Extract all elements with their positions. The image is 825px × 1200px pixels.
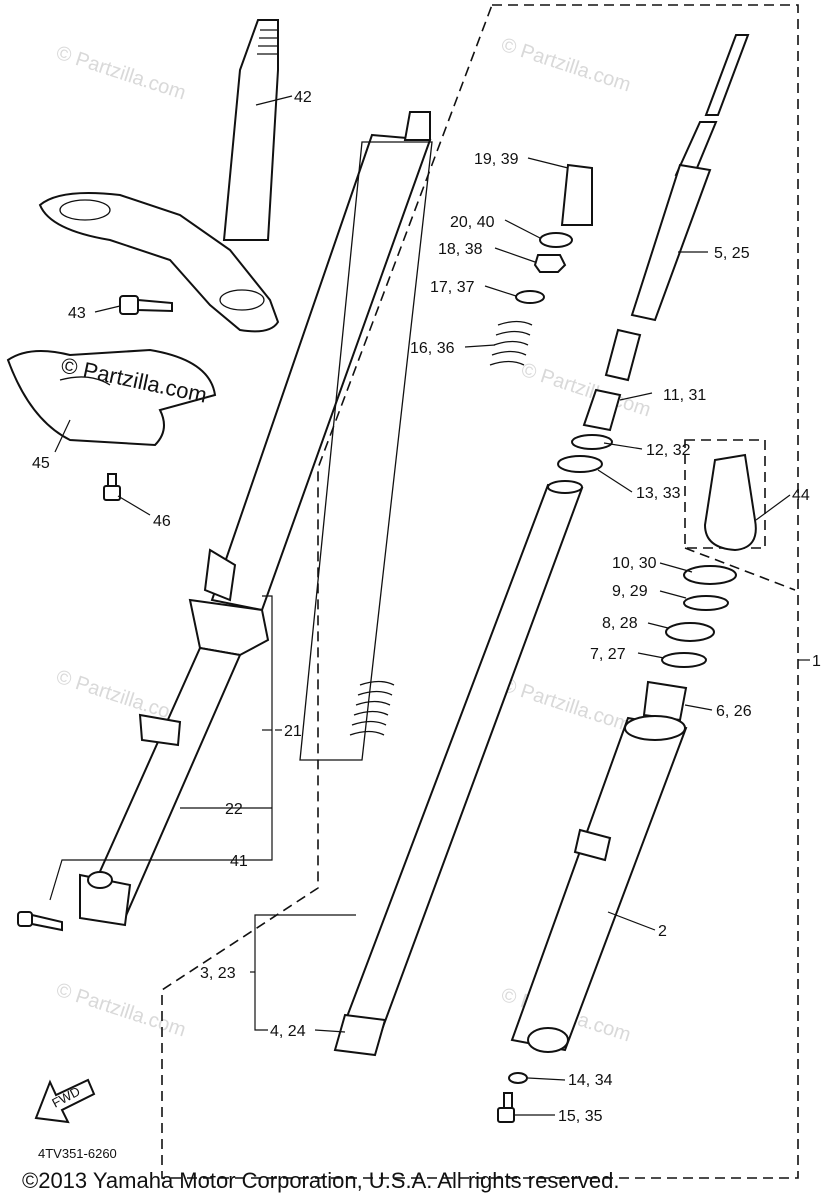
fork-spring-part-16-36: [299, 141, 533, 761]
callout-4-24: 4, 24: [270, 1023, 306, 1040]
fork-cap-parts-17-20: [515, 163, 593, 304]
callout-12-32: 12, 32: [646, 442, 691, 459]
callout-15-35: 15, 35: [558, 1108, 603, 1125]
callout-16-36: 16, 36: [410, 340, 455, 357]
leader-lines: [49, 95, 810, 1116]
bolt-part-46: [103, 473, 121, 501]
drain-bolt-parts-14-15: [497, 1072, 528, 1123]
callout-42: 42: [294, 89, 312, 106]
callout-7-27: 7, 27: [590, 646, 626, 663]
callout-18-38: 18, 38: [438, 241, 483, 258]
bolt-part-43: [119, 295, 173, 315]
callout-45: 45: [32, 455, 50, 472]
fork-seal-parts-6-10: [642, 565, 737, 722]
watermark-text: © Partzilla.com: [498, 34, 633, 97]
callout-14-34: 14, 34: [568, 1072, 613, 1089]
callout-5-25: 5, 25: [714, 245, 750, 262]
callout-9-29: 9, 29: [612, 583, 648, 600]
callout-46: 46: [153, 513, 171, 530]
callout-1: 1: [812, 653, 821, 670]
callout-13-33: 13, 33: [636, 485, 681, 502]
left-fork-assembly: [79, 111, 432, 927]
damper-rod-part-5-25: [604, 34, 750, 382]
inner-tube-part-3-4: [333, 480, 584, 1057]
callout-labels: 42 43 45 46 19, 39 20, 40 18, 38 17, 37 …: [32, 89, 821, 1125]
callout-10-30: 10, 30: [612, 555, 657, 572]
cover-part-45: [6, 348, 217, 447]
fork-bushing-parts-11-13: [557, 388, 622, 473]
fork-guard-part-44: [684, 439, 766, 552]
outer-tube-part-2: [510, 715, 688, 1053]
bolt-part-41: [17, 911, 63, 932]
callout-41: 41: [230, 853, 248, 870]
watermark-text: © Partzilla.com: [53, 42, 188, 105]
callout-17-37: 17, 37: [430, 279, 475, 296]
callout-20-40: 20, 40: [450, 214, 495, 231]
watermark-text: © Partzilla.com: [53, 979, 188, 1042]
callout-8-28: 8, 28: [602, 615, 638, 632]
assembly-subboundary-dashed: [684, 547, 796, 591]
steering-stem-part-42: [38, 19, 280, 333]
fwd-arrow-icon: FWD: [34, 1078, 96, 1124]
callout-19-39: 19, 39: [474, 151, 519, 168]
assembly-boundary-dashed: [161, 4, 799, 1179]
callout-6-26: 6, 26: [716, 703, 752, 720]
watermark-text: © Partzilla.com: [518, 359, 653, 422]
callout-3-23: 3, 23: [200, 965, 236, 982]
callout-2: 2: [658, 923, 667, 940]
diagram-code: 4TV351-6260: [38, 1146, 117, 1161]
callout-44: 44: [792, 487, 810, 504]
copyright-notice: ©2013 Yamaha Motor Corporation, U.S.A. A…: [22, 1168, 619, 1193]
watermark-text: © Partzilla.com: [498, 674, 633, 737]
callout-43: 43: [68, 305, 86, 322]
callout-22: 22: [225, 801, 243, 818]
callout-21: 21: [284, 723, 302, 740]
callout-11-31: 11, 31: [663, 387, 706, 404]
